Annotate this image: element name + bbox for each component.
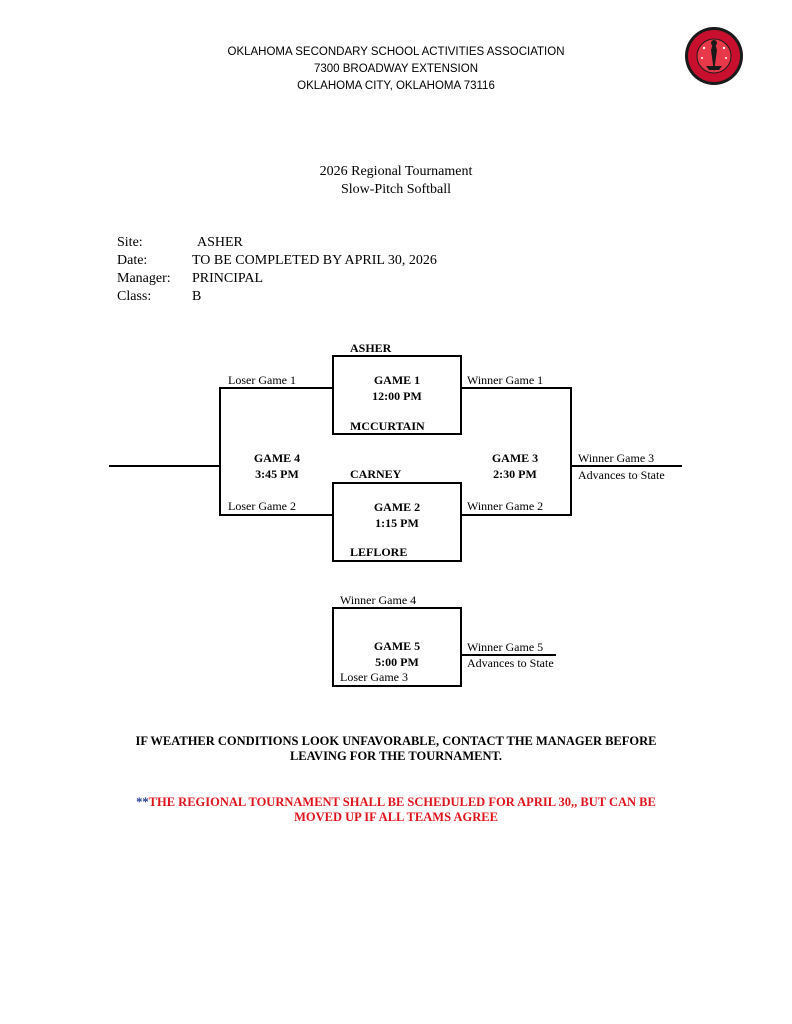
site-label: Site: xyxy=(117,235,143,250)
game2-box xyxy=(332,482,462,562)
game4-time: 3:45 PM xyxy=(255,467,299,481)
game3-output-line xyxy=(570,465,682,467)
header-org-name: OKLAHOMA SECONDARY SCHOOL ACTIVITIES ASS… xyxy=(227,46,565,58)
winner-game2-line xyxy=(461,514,572,516)
game1-box xyxy=(332,355,462,435)
game1-time: 12:00 PM xyxy=(372,389,422,403)
schedule-note-stars: ** xyxy=(136,795,149,809)
header-city: OKLAHOMA CITY, OKLAHOMA 73116 xyxy=(297,80,495,92)
game5-name: GAME 5 xyxy=(373,639,421,653)
schedule-note-line2: MOVED UP IF ALL TEAMS AGREE xyxy=(294,810,498,824)
site-value: ASHER xyxy=(197,235,243,250)
date-value: TO BE COMPLETED BY APRIL 30, 2026 xyxy=(192,253,437,268)
game4-vertical-line xyxy=(219,387,221,516)
winner-game1-line xyxy=(461,387,572,389)
ossaa-seal-logo xyxy=(684,26,744,86)
schedule-note-line1: **THE REGIONAL TOURNAMENT SHALL BE SCHED… xyxy=(0,794,792,811)
game2-team-top: CARNEY xyxy=(350,467,402,481)
winner-game1-label: Winner Game 1 xyxy=(467,373,544,387)
game1-team-bottom: MCCURTAIN xyxy=(350,419,425,433)
game5-output-line xyxy=(461,654,556,656)
class-label: Class: xyxy=(117,289,152,304)
advances-state-g3-label: Advances to State xyxy=(578,468,665,482)
game5-time: 5:00 PM xyxy=(375,655,419,669)
header-address: 7300 BROADWAY EXTENSION xyxy=(313,63,479,75)
advances-state-g5-label: Advances to State xyxy=(467,656,554,670)
winner-game3-label: Winner Game 3 xyxy=(578,451,655,465)
game4-output-line xyxy=(109,465,221,467)
class-value: B xyxy=(192,289,202,304)
game1-team-top: ASHER xyxy=(350,341,392,355)
manager-value: PRINCIPAL xyxy=(192,271,264,286)
game3-name: GAME 3 xyxy=(491,451,539,465)
loser-game2-line xyxy=(219,514,333,516)
loser-game1-label: Loser Game 1 xyxy=(228,373,296,387)
game2-team-bottom: LEFLORE xyxy=(350,545,408,559)
game3-vertical-line xyxy=(570,387,572,516)
schedule-note-text: THE REGIONAL TOURNAMENT SHALL BE SCHEDUL… xyxy=(148,795,656,809)
date-label: Date: xyxy=(117,253,148,268)
game5-top-label: Winner Game 4 xyxy=(340,593,417,607)
game3-time: 2:30 PM xyxy=(493,467,537,481)
tournament-title: 2026 Regional Tournament xyxy=(319,164,473,179)
manager-label: Manager: xyxy=(117,271,171,286)
tournament-sport: Slow-Pitch Softball xyxy=(340,182,452,197)
game4-name: GAME 4 xyxy=(253,451,301,465)
game2-time: 1:15 PM xyxy=(375,516,419,530)
loser-game2-label: Loser Game 2 xyxy=(228,499,296,513)
game2-name: GAME 2 xyxy=(373,500,421,514)
winner-game2-label: Winner Game 2 xyxy=(467,499,544,513)
winner-game5-label: Winner Game 5 xyxy=(467,640,544,654)
game5-box xyxy=(332,607,462,687)
game5-bottom-label: Loser Game 3 xyxy=(340,670,408,684)
weather-note-line1: IF WEATHER CONDITIONS LOOK UNFAVORABLE, … xyxy=(135,734,657,748)
game1-name: GAME 1 xyxy=(373,373,421,387)
weather-note-line2: LEAVING FOR THE TOURNAMENT. xyxy=(289,749,503,763)
loser-game1-line xyxy=(219,387,333,389)
